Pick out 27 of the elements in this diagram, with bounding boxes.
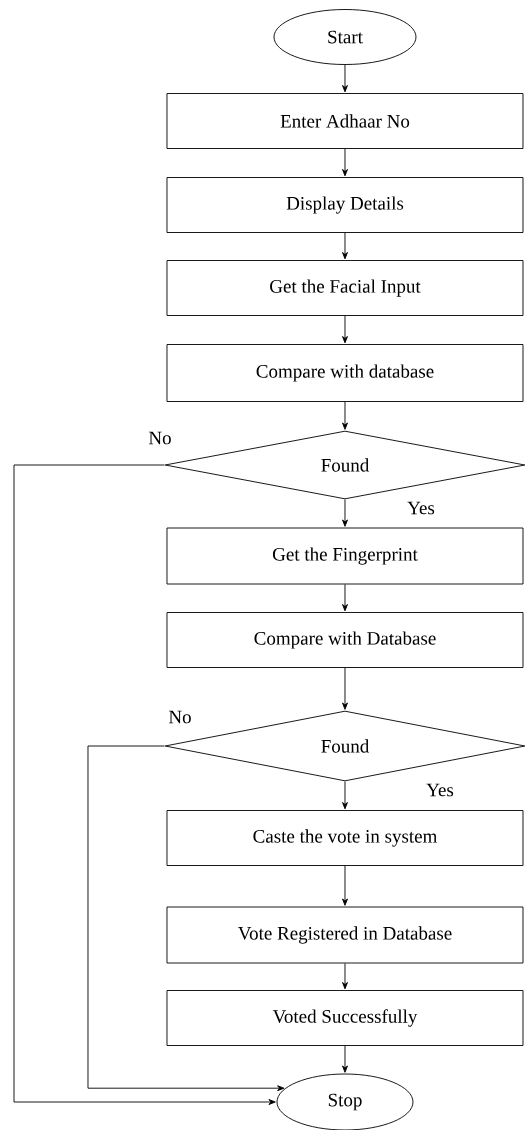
- arrow: [342, 499, 348, 527]
- arrow: [342, 865, 348, 906]
- arrow: [342, 781, 348, 810]
- arrow: [342, 148, 348, 177]
- process-box: Caste the vote in system: [166, 810, 524, 866]
- process-box: Voted Successfully: [166, 990, 524, 1046]
- edge-label: No: [167, 709, 193, 725]
- edge-label: Yes: [406, 500, 436, 516]
- arrow: [342, 963, 348, 990]
- arrow: [342, 401, 348, 430]
- arrow: [342, 64, 348, 93]
- terminal-oval: Start: [273, 9, 417, 65]
- process-box: Display Details: [166, 177, 524, 233]
- process-box: Get the Fingerprint: [166, 527, 524, 585]
- edge-label: Yes: [425, 782, 455, 798]
- arrow: [87, 745, 285, 1092]
- arrow: [13, 464, 276, 1105]
- process-box: Compare with Database: [166, 612, 524, 668]
- arrow: [342, 667, 348, 710]
- process-box: Compare with database: [166, 344, 524, 402]
- process-box: Enter Adhaar No: [166, 93, 524, 149]
- process-box: Get the Facial Input: [166, 260, 524, 316]
- arrow: [342, 232, 348, 260]
- arrow: [342, 315, 348, 344]
- arrow: [342, 1045, 348, 1073]
- arrow: [342, 584, 348, 612]
- process-box: Vote Registered in Database: [166, 906, 524, 964]
